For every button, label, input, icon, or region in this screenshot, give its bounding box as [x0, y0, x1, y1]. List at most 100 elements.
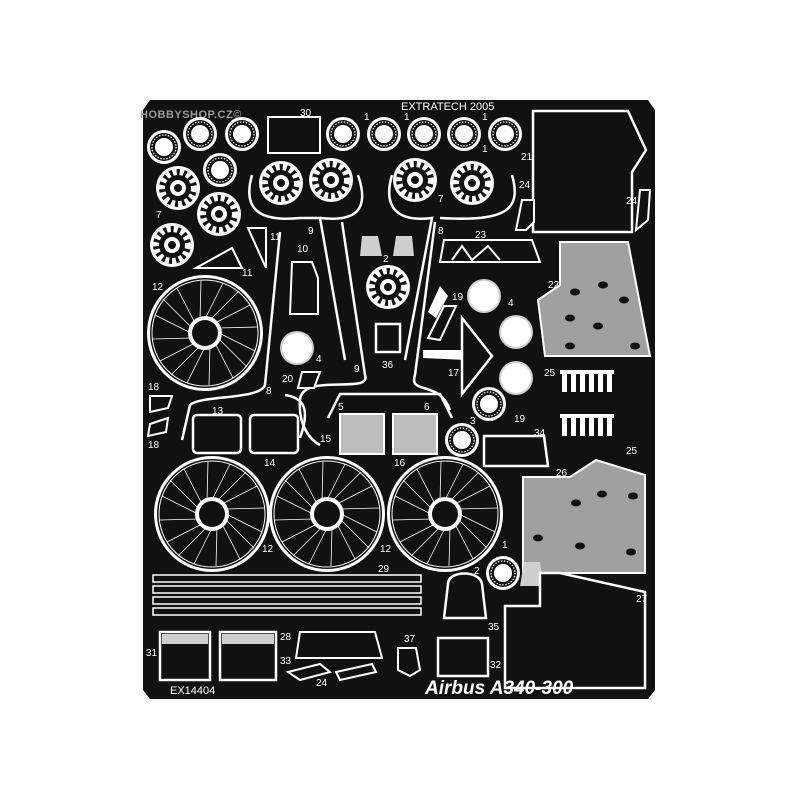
- ring-part: [406, 116, 442, 152]
- part-18: [149, 395, 174, 414]
- part-number-label: 4: [316, 354, 322, 365]
- part-number-label: 14: [264, 458, 276, 469]
- part-number-label: 12: [152, 282, 164, 293]
- part-11: [246, 227, 267, 269]
- gear-part: [197, 192, 241, 236]
- part-number-label: 7: [438, 194, 444, 205]
- strip-part-29: [152, 596, 422, 605]
- part-number-label: 13: [212, 406, 224, 417]
- part-20: [296, 371, 322, 389]
- fan-part-12: [146, 274, 264, 392]
- part-24: [634, 189, 652, 233]
- part-17: [460, 314, 494, 398]
- part-26-panel: [522, 458, 646, 574]
- part-number-label: 19: [514, 414, 526, 425]
- part-32: [436, 636, 490, 678]
- part-35: [442, 572, 488, 620]
- part-number-label: 1: [404, 112, 410, 123]
- part-number-label: 4: [508, 298, 514, 309]
- strut-frame: [284, 393, 307, 439]
- strut-frame: [412, 221, 452, 411]
- disc-part-4: [467, 279, 501, 313]
- gear-part: [156, 166, 200, 210]
- part-34: [482, 434, 550, 468]
- part-number-label: 10: [297, 244, 309, 255]
- strut-frame: [388, 174, 434, 361]
- disc-part-4: [280, 331, 314, 365]
- part-37: [397, 647, 422, 678]
- part-number-label: 24: [316, 678, 328, 689]
- watermark-text: HOBBYSHOP.CZ©: [140, 109, 242, 121]
- part-number-label: 8: [438, 226, 444, 237]
- part-21-panel: [531, 109, 648, 234]
- strip-part-29: [152, 607, 422, 616]
- part-number-label: 8: [266, 386, 272, 397]
- part-number-label: 2: [383, 254, 389, 265]
- part-15: [339, 413, 385, 455]
- part-number-label: 19: [452, 292, 464, 303]
- strut-frame: [439, 174, 516, 220]
- part-number-label: 28: [280, 632, 292, 643]
- part-5-6-bracket: [326, 392, 454, 419]
- part-number-label: 18: [148, 382, 160, 393]
- ring-part: [202, 152, 238, 188]
- part-2: [520, 562, 544, 586]
- part-19: [428, 286, 448, 318]
- gear-part: [450, 161, 494, 205]
- ring-part: [487, 116, 523, 152]
- part-19: [426, 305, 458, 342]
- part-number-label: 20: [282, 374, 294, 385]
- gear-part: [259, 161, 303, 205]
- ring-part: [182, 116, 218, 152]
- ring-part: [325, 116, 361, 152]
- part-number-label: 16: [394, 458, 406, 469]
- part-number-label: 37: [404, 634, 416, 645]
- part-24-bottom: [285, 662, 333, 682]
- part-number-label: 15: [320, 434, 332, 445]
- disc-part-4: [499, 315, 533, 349]
- part-number-label: 17: [448, 368, 460, 379]
- part-number-label: 29: [378, 564, 390, 575]
- part-2: [393, 236, 414, 256]
- part-2: [360, 236, 382, 256]
- ring-part: [224, 116, 260, 152]
- part-23-notch: [451, 244, 501, 262]
- part-11: [192, 246, 244, 269]
- part-number-label: 1: [364, 112, 370, 123]
- ring-part-3: [471, 386, 507, 422]
- ring-part: [366, 116, 402, 152]
- gear-part: [150, 223, 194, 267]
- part-number-label: 1: [482, 112, 488, 123]
- part-13: [191, 413, 243, 455]
- part-10: [288, 261, 319, 315]
- gear-part: [309, 158, 353, 202]
- part-number-label: 25: [544, 368, 556, 379]
- strut-frame: [319, 174, 364, 220]
- part-number-label: 11: [270, 232, 281, 243]
- part-number-label: 32: [490, 660, 502, 671]
- part-16: [392, 413, 438, 455]
- part-23: [438, 239, 542, 263]
- part-number-label: 30: [300, 108, 312, 119]
- part-27-panel: [503, 571, 647, 690]
- part-number-label: 31: [146, 648, 158, 659]
- part-number-label: 1: [502, 540, 508, 551]
- strip-part-29: [152, 574, 422, 583]
- strip-part-29: [152, 585, 422, 594]
- part-number-label: 21: [521, 152, 533, 163]
- part-number-label: 6: [424, 402, 430, 413]
- ring-part: [146, 129, 182, 165]
- part-number-label: 34: [534, 428, 546, 439]
- fan-part-12: [386, 455, 504, 573]
- part-number-label: 24: [519, 180, 531, 191]
- part-number-label: 12: [380, 544, 392, 555]
- gear-part: [393, 158, 437, 202]
- strut-frame: [298, 221, 367, 447]
- part-number-label: 9: [354, 364, 360, 375]
- gear-part: [366, 265, 410, 309]
- part-number-label: 3: [470, 416, 476, 427]
- part-number-label: 24: [626, 196, 638, 207]
- part-number-label: 12: [262, 544, 274, 555]
- part-number-label: 2: [474, 566, 480, 577]
